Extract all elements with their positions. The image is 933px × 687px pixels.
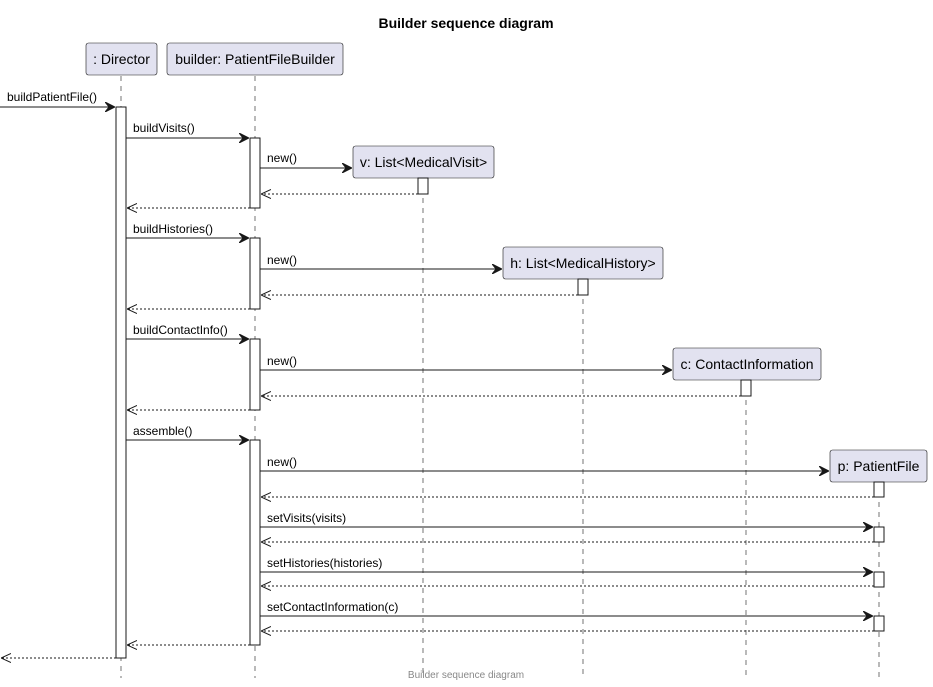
message-set-visits-label: setVisits(visits) xyxy=(267,511,346,525)
participant-histories-label: h: List<MedicalHistory> xyxy=(510,255,656,271)
participant-builder-label: builder: PatientFileBuilder xyxy=(175,51,335,67)
contact-activation xyxy=(740,379,752,397)
participant-contact-label: c: ContactInformation xyxy=(680,356,813,372)
participant-builder: builder: PatientFileBuilder xyxy=(166,42,344,76)
message-set-contact-information-label: setContactInformation(c) xyxy=(267,600,398,614)
builder-activation-visits xyxy=(249,137,261,209)
diagram-caption: Builder sequence diagram xyxy=(408,670,524,681)
builder-activation-histories xyxy=(249,237,261,310)
director-activation xyxy=(115,106,127,659)
participant-visits-label: v: List<MedicalVisit> xyxy=(360,154,487,170)
message-build-contact-info-label: buildContactInfo() xyxy=(133,323,228,337)
participant-director-label: : Director xyxy=(93,51,150,67)
message-set-contact-information: setContactInformation(c) xyxy=(260,600,873,616)
message-assemble-label: assemble() xyxy=(133,424,192,438)
participant-visits: v: List<MedicalVisit> xyxy=(352,145,495,179)
participant-director: : Director xyxy=(85,42,158,76)
builder-activation-contact xyxy=(249,338,261,411)
message-new-visits-label: new() xyxy=(267,151,297,165)
message-build-patient-file-label: buildPatientFile() xyxy=(7,90,97,104)
patient-file-activation-new xyxy=(873,481,885,498)
diagram-title: Builder sequence diagram xyxy=(378,15,553,31)
message-new-patient-file-label: new() xyxy=(267,455,297,469)
histories-activation xyxy=(577,278,589,296)
patient-file-activation-set-contact xyxy=(873,615,885,632)
participant-patient-file: p: PatientFile xyxy=(829,449,928,483)
message-new-visits: new() xyxy=(260,151,352,168)
message-build-histories-label: buildHistories() xyxy=(133,222,213,236)
message-assemble: assemble() xyxy=(126,424,249,440)
message-new-contact: new() xyxy=(260,354,672,370)
message-build-patient-file: buildPatientFile() xyxy=(0,90,115,107)
participant-histories: h: List<MedicalHistory> xyxy=(502,246,664,280)
participant-contact: c: ContactInformation xyxy=(672,347,822,381)
message-new-histories-label: new() xyxy=(267,253,297,267)
message-build-contact-info: buildContactInfo() xyxy=(126,323,249,339)
message-build-visits: buildVisits() xyxy=(126,121,249,138)
patient-file-activation-set-histories xyxy=(873,571,885,588)
message-set-histories-label: setHistories(histories) xyxy=(267,556,382,570)
message-build-visits-label: buildVisits() xyxy=(133,121,195,135)
participant-patient-file-label: p: PatientFile xyxy=(838,458,920,474)
builder-activation-assemble xyxy=(249,439,261,646)
message-set-histories: setHistories(histories) xyxy=(260,556,873,572)
message-build-histories: buildHistories() xyxy=(126,222,249,238)
message-set-visits: setVisits(visits) xyxy=(260,511,873,527)
message-new-patient-file: new() xyxy=(260,455,829,471)
visits-activation xyxy=(417,177,429,195)
message-new-contact-label: new() xyxy=(267,354,297,368)
message-new-histories: new() xyxy=(260,253,502,269)
patient-file-activation-set-visits xyxy=(873,526,885,543)
